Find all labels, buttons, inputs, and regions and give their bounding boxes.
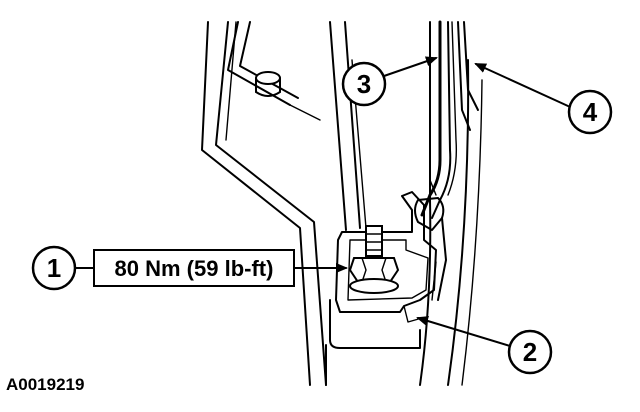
upper-stud — [255, 71, 281, 97]
callout-3-number: 3 — [357, 69, 371, 99]
bolt-nut — [348, 225, 400, 294]
torque-spec-label: 80 Nm (59 lb-ft) — [115, 256, 274, 281]
leader-lines — [75, 56, 569, 347]
callout-3: 3 — [341, 61, 387, 107]
body-panel-drawing — [201, 21, 483, 386]
callout-2: 2 — [507, 329, 553, 375]
leader-4 — [474, 63, 569, 107]
torque-spec-box: 80 Nm (59 lb-ft) — [93, 249, 295, 287]
callout-1: 1 — [31, 245, 77, 291]
figure-id: A0019219 — [6, 375, 84, 394]
callout-1-number: 1 — [47, 253, 61, 283]
wire-harness — [414, 20, 479, 301]
leader-2 — [416, 316, 511, 347]
callout-4: 4 — [567, 89, 613, 135]
callout-4-number: 4 — [583, 97, 598, 127]
leader-3 — [383, 56, 438, 77]
callout-2-number: 2 — [523, 337, 537, 367]
